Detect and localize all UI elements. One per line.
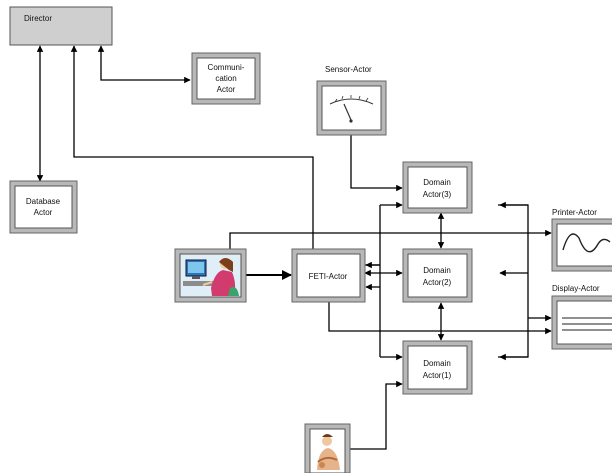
- domain-actor-3-label-2: Actor(3): [423, 190, 452, 199]
- director-box: Director: [9, 6, 113, 46]
- communication-actor-label-3: Actor: [217, 85, 236, 94]
- printer-actor-box: Printer-Actor: [551, 208, 612, 272]
- right-bus-line: [498, 204, 529, 358]
- director-communication-connector: [97, 45, 191, 84]
- feti-display-connector: [328, 302, 552, 335]
- feti-actor-label: FETI-Actor: [309, 272, 348, 281]
- domain-actor-1-label-2: Actor(1): [423, 371, 452, 380]
- domain-actor-2-label-1: Domain: [423, 266, 451, 275]
- child-domain1-connector: [350, 380, 403, 450]
- domain-actor-1-box: Domain Actor(1): [402, 340, 473, 395]
- feti-actor-box: FETI-Actor: [291, 248, 366, 303]
- display-lines-icon: [562, 317, 612, 331]
- sensor-actor-label: Sensor-Actor: [325, 65, 372, 74]
- database-actor-box: Database Actor: [9, 180, 78, 234]
- domain-actor-3-box: Domain Actor(3): [402, 161, 473, 214]
- display-actor-label: Display-Actor: [552, 284, 600, 293]
- child-input-box: [304, 423, 351, 473]
- connectors: [36, 45, 552, 450]
- computer-user-icon: [183, 258, 239, 296]
- printer-actor-label: Printer-Actor: [552, 208, 597, 217]
- display-actor-box: Display-Actor: [551, 284, 612, 350]
- director-label: Director: [24, 14, 52, 23]
- communication-actor-label-2: cation: [215, 74, 236, 83]
- child-icon: [317, 434, 340, 470]
- domain-actor-3-label-1: Domain: [423, 178, 451, 187]
- human-printer-connector: [229, 229, 552, 249]
- communication-actor-label-1: Communi-: [208, 63, 245, 72]
- sensor-domain3-connector: [350, 135, 403, 192]
- sensor-actor-box: Sensor-Actor: [316, 65, 387, 136]
- database-actor-label-1: Database: [26, 197, 61, 206]
- domain-actor-2-label-2: Actor(2): [423, 278, 452, 287]
- gauge-icon: [329, 98, 374, 105]
- domain-actor-1-label-1: Domain: [423, 359, 451, 368]
- waveform-icon: [562, 233, 611, 253]
- communication-actor-box: Communi- cation Actor: [191, 52, 261, 105]
- database-actor-label-2: Actor: [34, 208, 53, 217]
- domain-actor-2-box: Domain Actor(2): [402, 248, 473, 303]
- human-operator-box: [174, 248, 247, 303]
- director-feti-connector: [70, 45, 314, 249]
